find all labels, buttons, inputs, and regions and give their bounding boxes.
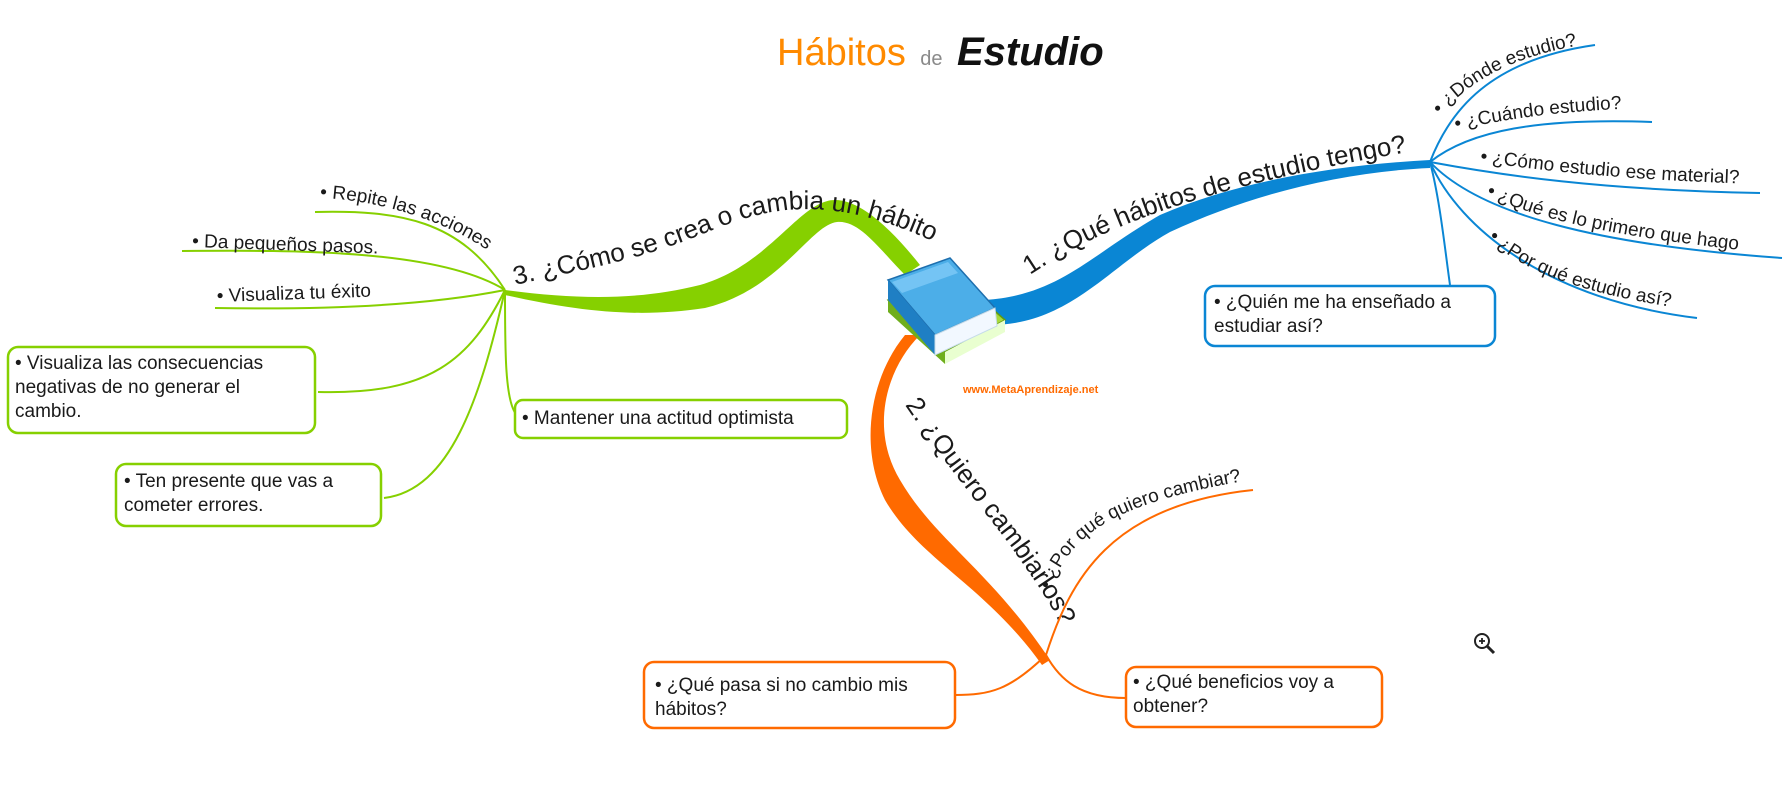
branch2-leaf-lines (954, 489, 1254, 699)
branch1-box-line-1: • ¿Quién me ha enseñado a (1214, 292, 1451, 313)
branch3-trunk (505, 200, 920, 313)
branch2-box-right-line-1: • ¿Qué beneficios voy a (1133, 672, 1334, 693)
title-de: de (920, 48, 942, 70)
branch1-leaf-lines (1429, 44, 1783, 319)
branch3-box-3: • Mantener una actitud optimista (513, 398, 849, 440)
title-estudio: Estudio (957, 30, 1104, 74)
branch3-box2-line-2: cometer errores. (124, 495, 263, 516)
branch1-box-line-2: estudiar así? (1214, 316, 1323, 337)
diagram-title: Hábitos de Estudio (777, 30, 1104, 74)
branch2-box-left-line-1: • ¿Qué pasa si no cambio mis (655, 675, 908, 696)
branch1-item-2: • ¿Cuándo estudio? (1452, 93, 1622, 135)
zoom-in-icon[interactable] (1474, 633, 1496, 655)
branch2-trunk (870, 335, 1050, 665)
branch1-box: • ¿Quién me ha enseñado a estudiar así? (1203, 284, 1497, 348)
branch2-box-left: • ¿Qué pasa si no cambio mis hábitos? (642, 660, 957, 730)
branch3-box1-line-3: cambio. (15, 401, 82, 422)
title-habitos: Hábitos (777, 32, 906, 74)
branch1-item-3: • ¿Cómo estudio ese material? (1479, 146, 1740, 188)
branch2-box-left-line-2: hábitos? (655, 699, 727, 720)
branch3-box-1: • Visualiza las consecuencias negativas … (6, 345, 317, 435)
branch3-box3-line-1: • Mantener una actitud optimista (522, 408, 794, 429)
branch1-trunk (985, 160, 1430, 325)
branch2-sub: • ¿Por qué quiero cambiar? (1035, 466, 1242, 592)
center-url: www.MetaAprendizaje.net (962, 384, 1099, 396)
branch2-box-right-line-2: obtener? (1133, 696, 1208, 717)
branch2-box-right: • ¿Qué beneficios voy a obtener? (1124, 665, 1384, 729)
branch3-box1-line-1: • Visualiza las consecuencias (15, 353, 263, 374)
branch3-box2-line-1: • Ten presente que vas a (124, 471, 334, 492)
branch3-item-3: • Visualiza tu éxito (216, 281, 371, 307)
books-icon (886, 257, 1007, 364)
branch3-leaf-lines (181, 210, 517, 499)
branch3-box-2: • Ten presente que vas a cometer errores… (114, 462, 383, 528)
branch3-item-2: • Da pequeños pasos. (192, 231, 379, 258)
branch3-box1-line-2: negativas de no generar el (15, 377, 240, 398)
